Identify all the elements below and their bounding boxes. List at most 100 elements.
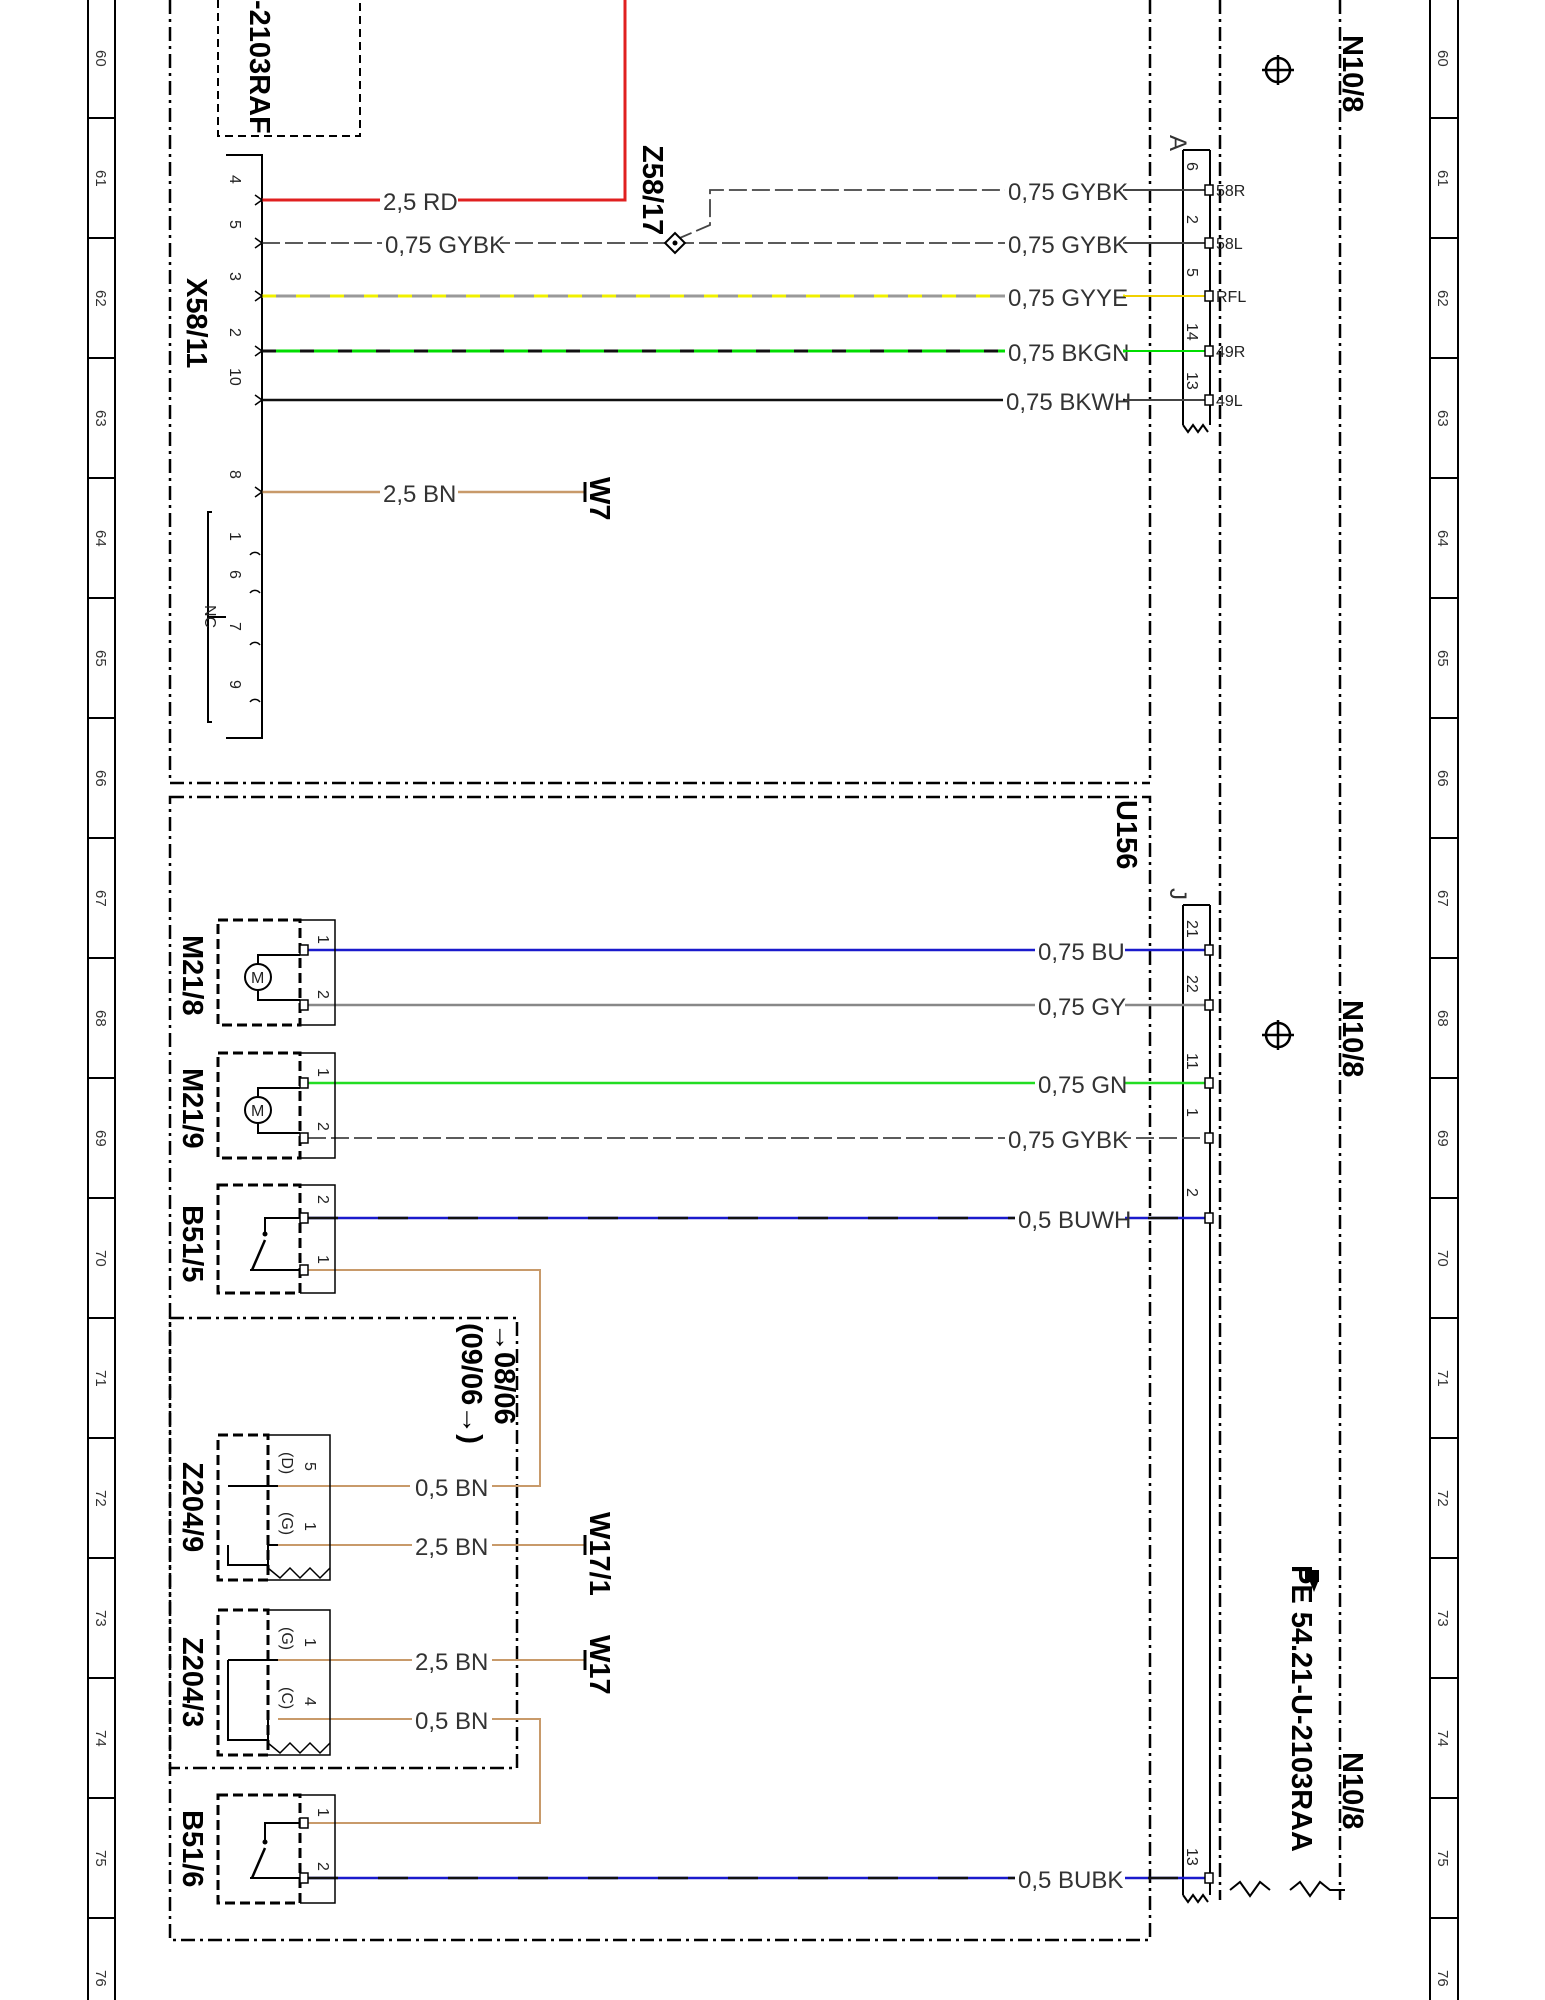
z204-9-pin-1: 1 (301, 1522, 318, 1531)
wire-label-gybk-58r: 0,75 GYBK (1008, 179, 1128, 206)
ruler-label-left: 74 (92, 1730, 109, 1747)
n10-a-signal-label: 49L (1216, 393, 1243, 410)
wire-label-bkgn: 0,75 BKGN (1008, 340, 1129, 367)
n10-connector-j (1182, 904, 1211, 1904)
label-z204-9: Z204/9 (176, 1462, 208, 1552)
n10-a-signal-label: 49R (1216, 344, 1245, 361)
ruler-label-left: 72 (92, 1490, 109, 1507)
ruler-label-left: 70 (92, 1250, 109, 1267)
label-pe-ref: PE 54.21-U-2103RAA (1285, 1565, 1317, 1852)
x58-pin-10: 10 (226, 368, 243, 386)
ruler-label-left: 63 (92, 410, 109, 427)
wire-label-gn: 0,75 GN (1038, 1072, 1127, 1099)
ruler-label-right: 69 (1434, 1130, 1451, 1147)
ground-icon-top (1262, 55, 1294, 85)
ruler-label-right: 74 (1434, 1730, 1451, 1747)
b51-6-pin-1: 1 (314, 1808, 331, 1817)
wire-label-bn-w7: 2,5 BN (383, 481, 456, 508)
pin-terminal (1204, 184, 1214, 196)
label-z58-17: Z58/17 (636, 145, 668, 235)
label-date-b: (09/06→) (455, 1323, 487, 1444)
ruler-label-right: 63 (1434, 410, 1451, 427)
ruler-label-left: 60 (92, 50, 109, 67)
n10-j-pin-number: 1 (1183, 1108, 1200, 1117)
label-w7: W7 (583, 477, 615, 521)
pin-terminal (1204, 999, 1214, 1011)
label-n10-8-mid: N10/8 (1336, 1000, 1368, 1077)
nc-label: NC (201, 605, 218, 628)
top-wire-labels: 2,5 RD 0,75 GYBK 0,75 GYBK 0,75 GYBK 0,7… (380, 178, 1131, 508)
ruler-label-left: 64 (92, 530, 109, 547)
ruler-label-right: 62 (1434, 290, 1451, 307)
label-w17-1: W17/1 (583, 1512, 615, 1596)
ruler-label-left: 62 (92, 290, 109, 307)
wire-label-bn-25a: 2,5 BN (415, 1534, 488, 1561)
label-x58-11: X58/11 (180, 278, 212, 368)
break-mark (1229, 1880, 1345, 1898)
n10-a-pin-number: 5 (1183, 268, 1200, 277)
x58-pin-3: 3 (226, 272, 243, 281)
n10-a-pin-number: 2 (1183, 215, 1200, 224)
frame-upper (168, 0, 1152, 785)
ruler-label-left: 65 (92, 650, 109, 667)
label-n10-8-bottom: N10/8 (1336, 1752, 1368, 1829)
m21-8-pin-1: 1 (314, 935, 331, 944)
pin-terminal (1204, 1872, 1214, 1884)
splice-z204-9: 5 (D) 1 (G) (216, 1433, 331, 1582)
x58-pin-9: 9 (226, 680, 243, 689)
wire-label-bn-05a: 0,5 BN (415, 1475, 488, 1502)
wire-rd (262, 0, 627, 202)
label-w17: W17 (583, 1635, 615, 1695)
ruler-label-right: 61 (1434, 170, 1451, 187)
ruler-label-right: 70 (1434, 1250, 1451, 1267)
x58-pin-labels: 4 5 3 2 10 8 1 6 7 9 NC (201, 175, 243, 689)
n10-a-pin-number: 13 (1183, 372, 1200, 390)
ruler-label-right: 72 (1434, 1490, 1451, 1507)
wire-label-gybk-a: 0,75 GYBK (385, 232, 505, 259)
ruler-label-left: 75 (92, 1850, 109, 1867)
ruler-label-right: 73 (1434, 1610, 1451, 1627)
ruler-label-right: 71 (1434, 1370, 1451, 1387)
n10-a-signal-label: RFL (1216, 289, 1246, 306)
label-top-fragment: -2103RAF (243, 0, 275, 134)
label-m21-8: M21/8 (176, 935, 208, 1016)
pin-terminal (1204, 345, 1214, 357)
component-labels: -2103RAF X58/11 Z58/17 W7 U156 M21/8 M21… (176, 0, 1368, 1887)
pin-terminal (1204, 1077, 1214, 1089)
lower-wire-labels: 0,75 BU 0,75 GY 0,75 GN 0,75 GYBK 0,5 BU… (412, 938, 1131, 1894)
right-ruler (1429, 0, 1459, 2000)
z204-3-pin-4: 4 (301, 1697, 318, 1706)
z204-3-tag-c: (C) (278, 1687, 295, 1709)
wire-bn-b51-5 (308, 1269, 541, 1487)
x58-pin-5: 5 (226, 220, 243, 229)
b51-5-pin-2: 2 (314, 1195, 331, 1204)
m21-9-pin-1: 1 (314, 1068, 331, 1077)
x58-pin-2: 2 (226, 328, 243, 337)
label-u156: U156 (1110, 800, 1142, 869)
motor-m21-8: M 1 2 (216, 918, 336, 1027)
b51-5-pin-1: 1 (314, 1255, 331, 1264)
n10-j-pin-number: 21 (1183, 920, 1200, 938)
ruler-label-right: 67 (1434, 890, 1451, 907)
ruler-label-left: 61 (92, 170, 109, 187)
z204-9-tag-g: (G) (278, 1512, 295, 1535)
z204-9-tag-d: (D) (278, 1452, 295, 1474)
wire-label-gyye: 0,75 GYYE (1008, 285, 1128, 312)
x58-pin-4: 4 (226, 175, 243, 184)
wire-label-bkwh: 0,75 BKWH (1006, 389, 1131, 416)
n10-connector-a (1182, 149, 1211, 434)
b51-6-pin-2: 2 (314, 1862, 331, 1871)
label-n10-8-top: N10/8 (1336, 35, 1368, 112)
z204-3-pin-1: 1 (301, 1638, 318, 1647)
wire-label-gybk-lower: 0,75 GYBK (1008, 1127, 1128, 1154)
wire-label-bu: 0,75 BU (1038, 939, 1125, 966)
x58-pin-7: 7 (226, 622, 243, 631)
ruler-label-right: 76 (1434, 1970, 1451, 1987)
splice-z204-3: 1 (G) 4 (C) (216, 1608, 331, 1757)
n10-j-pin-number: 22 (1183, 975, 1200, 993)
pin-terminal (1204, 1212, 1214, 1224)
ground-icon-mid (1262, 1020, 1294, 1050)
pin-terminal (1204, 1132, 1214, 1144)
